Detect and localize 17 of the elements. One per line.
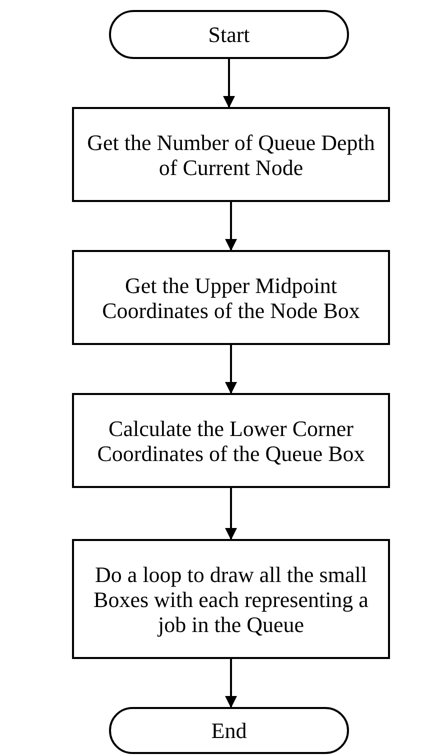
step-text: Do a loop to draw all the small Boxes with each representing a job in the Queue [92, 562, 370, 636]
step-text: Start [208, 22, 250, 47]
step-text: Get the Upper Midpoint Coordinates of the Node Box [101, 272, 361, 322]
process-box [72, 250, 390, 345]
process-box [72, 539, 390, 659]
arrow [225, 488, 237, 540]
process-box [72, 107, 390, 202]
arrow [225, 345, 237, 394]
arrow [223, 59, 235, 108]
terminator-shape [109, 10, 349, 59]
terminator-shape [109, 707, 349, 754]
step-text: Calculate the Lower Corner Coordinates of the Queue Box [96, 416, 366, 466]
step-text: End [211, 718, 247, 743]
arrow [225, 659, 237, 708]
step-text: Get the Number of Queue Depth of Current Node [86, 130, 376, 180]
process-box [72, 393, 390, 488]
arrow [225, 202, 237, 251]
